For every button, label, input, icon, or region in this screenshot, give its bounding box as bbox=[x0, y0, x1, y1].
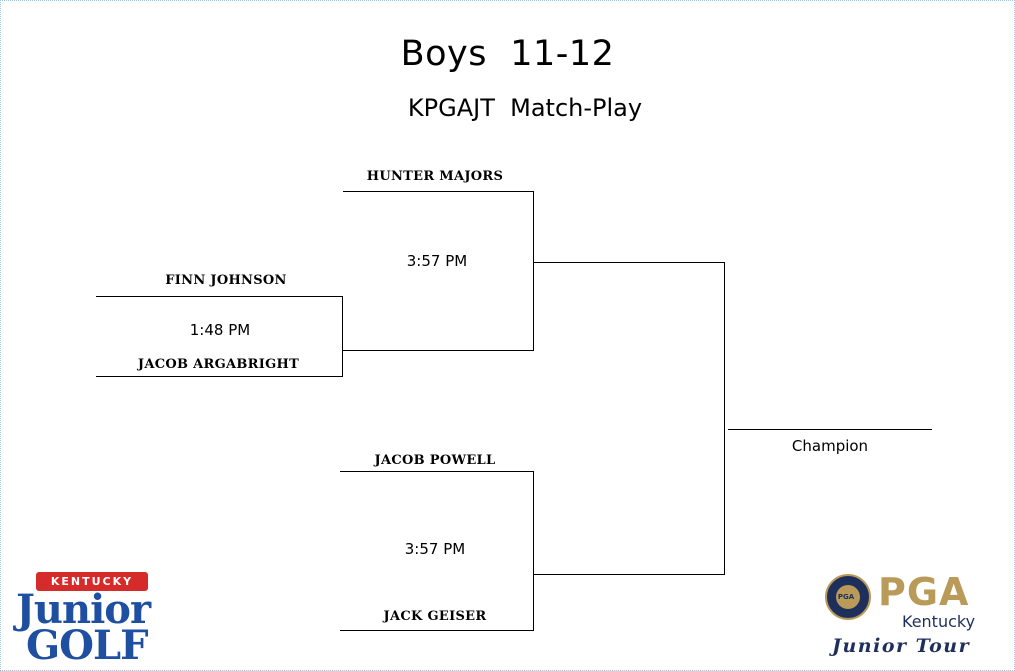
match-time-sf1: 3:57 PM bbox=[406, 252, 468, 270]
bracket-line-sf2-winner bbox=[534, 574, 725, 575]
pga-wordmark: PGA bbox=[878, 570, 970, 614]
bracket-line-sf2-bottom bbox=[340, 630, 534, 631]
page-subtitle: KPGAJT Match-Play bbox=[407, 94, 643, 122]
bracket-line-sf1-winner bbox=[534, 262, 725, 263]
kentucky-junior-golf-logo: KENTUCKY Junior GOLF bbox=[14, 572, 154, 669]
logo-junior-text: Junior bbox=[16, 586, 151, 633]
player-jacob-powell: JACOB POWELL bbox=[374, 453, 496, 468]
champion-label: Champion bbox=[791, 437, 869, 455]
bracket-connector-r1 bbox=[342, 296, 343, 377]
player-jacob-argabright: JACOB ARGABRIGHT bbox=[137, 357, 300, 372]
bracket-connector-final bbox=[724, 262, 725, 575]
bracket-line-sf2-top bbox=[340, 471, 534, 472]
player-jack-geiser: JACK GEISER bbox=[383, 609, 487, 624]
bracket-line-r1-winner bbox=[343, 350, 534, 351]
pga-seal-icon bbox=[825, 574, 871, 620]
pga-junior-tour: Junior Tour bbox=[832, 635, 971, 657]
page-title: Boys 11-12 bbox=[400, 34, 615, 74]
logo-golf-text: GOLF bbox=[26, 622, 149, 669]
bracket-line-r1-top bbox=[96, 296, 343, 297]
match-time-r1: 1:48 PM bbox=[189, 321, 251, 339]
pga-region: Kentucky bbox=[902, 612, 976, 631]
bracket-connector-sf1 bbox=[533, 191, 534, 351]
logo-banner: KENTUCKY bbox=[36, 572, 148, 591]
bracket-line-sf1-top bbox=[343, 191, 534, 192]
bracket-line-champion bbox=[728, 429, 932, 430]
match-time-sf2: 3:57 PM bbox=[404, 540, 466, 558]
bracket-line-r1-bottom bbox=[96, 376, 343, 377]
pga-kentucky-logo: PGA PGA Kentucky Junior Tour bbox=[822, 570, 992, 666]
pga-seal-label: PGA bbox=[837, 593, 855, 601]
bracket-connector-sf2 bbox=[533, 471, 534, 631]
player-finn-johnson: FINN JOHNSON bbox=[165, 273, 287, 288]
player-hunter-majors: HUNTER MAJORS bbox=[366, 169, 504, 184]
